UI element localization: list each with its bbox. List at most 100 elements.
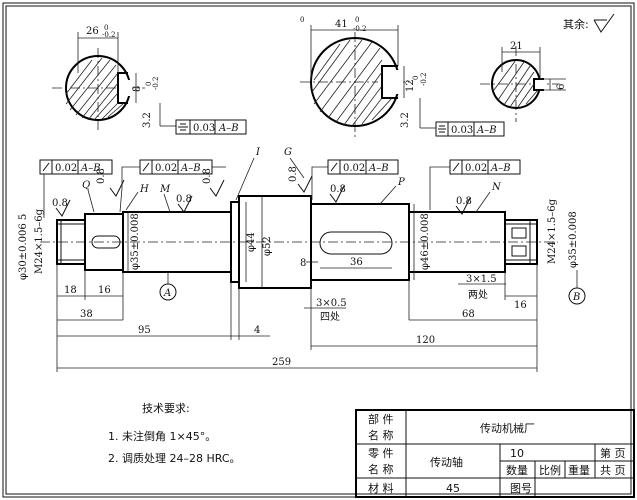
section-left-roughness: 3.2 <box>142 112 153 128</box>
section-right-depth: 6 <box>556 84 567 90</box>
dim-d35-left: φ35±0.008 <box>130 213 141 270</box>
section-right: 21 6 <box>480 41 567 122</box>
svg-text:-0.2: -0.2 <box>152 77 160 91</box>
runout-4-datum: A–B <box>490 163 511 174</box>
section-left-datum: A–B <box>218 123 239 134</box>
label-h: H <box>139 184 149 195</box>
diameter-labels: φ30±0.006 5 M24×1.5–6g φ35±0.008 φ44 φ52… <box>18 196 579 288</box>
section-left: 26 0-0.2 8 0 -0.2 3.2 0.03 A–B <box>52 24 247 135</box>
svg-text:-0.2: -0.2 <box>420 73 428 87</box>
material-value: 45 <box>446 482 460 495</box>
runout-frames: 0.02 A–B 0.02 A–B 0.02 A–B 0.02 A–B <box>39 159 521 218</box>
material-label: 材 料 <box>368 481 394 495</box>
svg-text:-0.2: -0.2 <box>102 31 116 39</box>
svg-text:0: 0 <box>300 16 304 24</box>
title-block: 部 件 名 称 传动机械厂 零 件 名 称 传动轴 10 第 页 数量 比例 重… <box>355 409 635 498</box>
section-middle-sym: 0.03 <box>451 125 473 136</box>
surface-roughness-marks: 0.8 0.8 0.8 0.8 0.8 0.8 0.8 <box>52 166 472 217</box>
dim-m24-left: M24×1.5–6g <box>34 208 45 274</box>
datum-b: B <box>572 292 580 303</box>
runout-2-value: 0.02 <box>155 163 177 174</box>
label-g: G <box>284 147 292 158</box>
factory-name: 传动机械厂 <box>480 421 535 435</box>
technical-notes: 技术要求: 1. 未注倒角 1×45°。 2. 调质处理 24–28 HRC。 <box>108 402 241 465</box>
svg-text:0: 0 <box>145 82 153 86</box>
label-i: I <box>255 147 261 158</box>
section-middle-roughness: 3.2 <box>400 112 411 128</box>
svg-text:名 称: 名 称 <box>368 428 394 442</box>
svg-text:名 称: 名 称 <box>368 462 394 476</box>
component-name: 传动轴 <box>430 455 463 469</box>
scale-label: 比例 <box>539 463 561 477</box>
quantity-value: 10 <box>510 447 524 460</box>
runout-1-datum: A–B <box>80 163 101 174</box>
dim-8: 8 <box>300 258 306 269</box>
dim-68: 68 <box>462 309 475 320</box>
dim-18: 18 <box>64 285 77 296</box>
label-p: P <box>397 177 405 188</box>
svg-text:0: 0 <box>355 16 359 24</box>
dim-95: 95 <box>138 325 151 336</box>
label-q: Q <box>82 180 90 191</box>
svg-text:0.8: 0.8 <box>96 168 107 184</box>
svg-text:-0.2: -0.2 <box>353 25 367 33</box>
dim-d35-right: φ35±0.008 <box>568 211 579 268</box>
dim-d44: φ44 <box>246 232 257 252</box>
dim-d46: φ46±0.008 <box>420 213 431 270</box>
runout-4-value: 0.02 <box>465 163 487 174</box>
roughness-symbol-icon <box>593 13 615 33</box>
dim-3x1-5: 3×1.5 <box>466 274 497 285</box>
inner-frame <box>5 5 632 495</box>
svg-text:0.8: 0.8 <box>330 184 346 195</box>
drawing-no-label: 图号 <box>510 482 532 495</box>
shaft-body <box>40 195 558 289</box>
dim-16-right: 16 <box>514 300 527 311</box>
datum-a: A <box>163 288 171 299</box>
roughness-note: 其余: <box>563 17 589 31</box>
svg-text:0.8: 0.8 <box>52 198 68 209</box>
dim-120: 120 <box>416 335 435 346</box>
note-1: 1. 未注倒角 1×45°。 <box>108 429 216 443</box>
svg-text:0.8: 0.8 <box>176 194 192 205</box>
notes-heading: 技术要求: <box>142 402 190 415</box>
section-middle-width: 41 <box>335 19 348 30</box>
total-label: 共 页 <box>600 464 626 477</box>
page-label: 第 页 <box>600 446 626 460</box>
dim-4: 4 <box>254 325 260 336</box>
label-n: N <box>491 182 502 193</box>
dim-36: 36 <box>350 257 363 268</box>
tolerance-marks: 0 <box>300 16 304 24</box>
dim-16-left: 16 <box>98 285 111 296</box>
dim-d52: φ52 <box>262 236 273 256</box>
svg-text:0.8: 0.8 <box>202 168 213 184</box>
section-middle: 41 0-0.2 12 0 -0.2 3.2 0.03 A–B <box>300 16 505 138</box>
runout-3-value: 0.02 <box>343 163 365 174</box>
label-m: M <box>159 184 171 195</box>
section-left-sym: 0.03 <box>193 123 215 134</box>
dim-259: 259 <box>272 357 291 368</box>
dim-two-places: 两处 <box>468 289 488 301</box>
dim-d30: φ30±0.006 5 <box>18 214 29 280</box>
section-middle-depth: 12 <box>405 79 416 92</box>
runout-3-datum: A–B <box>368 163 389 174</box>
letter-callouts: Q H M I G P N A B <box>82 147 586 305</box>
length-dimensions: 18 16 38 95 4 259 8 36 3×0.5 四处 3×1.5 两处… <box>56 257 538 372</box>
weight-label: 重量 <box>568 463 590 477</box>
dim-four-places: 四处 <box>320 311 340 323</box>
dim-38: 38 <box>80 309 93 320</box>
svg-text:部 件: 部 件 <box>368 412 394 426</box>
dim-3x0-5: 3×0.5 <box>316 298 347 309</box>
svg-text:0: 0 <box>412 76 420 80</box>
dim-m24-right: M24×1.5–6g <box>547 198 558 264</box>
svg-text:0: 0 <box>104 24 108 32</box>
count-label: 数量 <box>506 464 528 477</box>
section-left-width: 26 <box>86 26 99 37</box>
svg-text:零 件: 零 件 <box>368 447 394 460</box>
svg-text:0.8: 0.8 <box>288 166 299 182</box>
runout-1-value: 0.02 <box>55 163 77 174</box>
section-left-depth: 8 <box>132 86 143 92</box>
note-2: 2. 调质处理 24–28 HRC。 <box>108 452 241 465</box>
svg-text:0.8: 0.8 <box>456 196 472 207</box>
